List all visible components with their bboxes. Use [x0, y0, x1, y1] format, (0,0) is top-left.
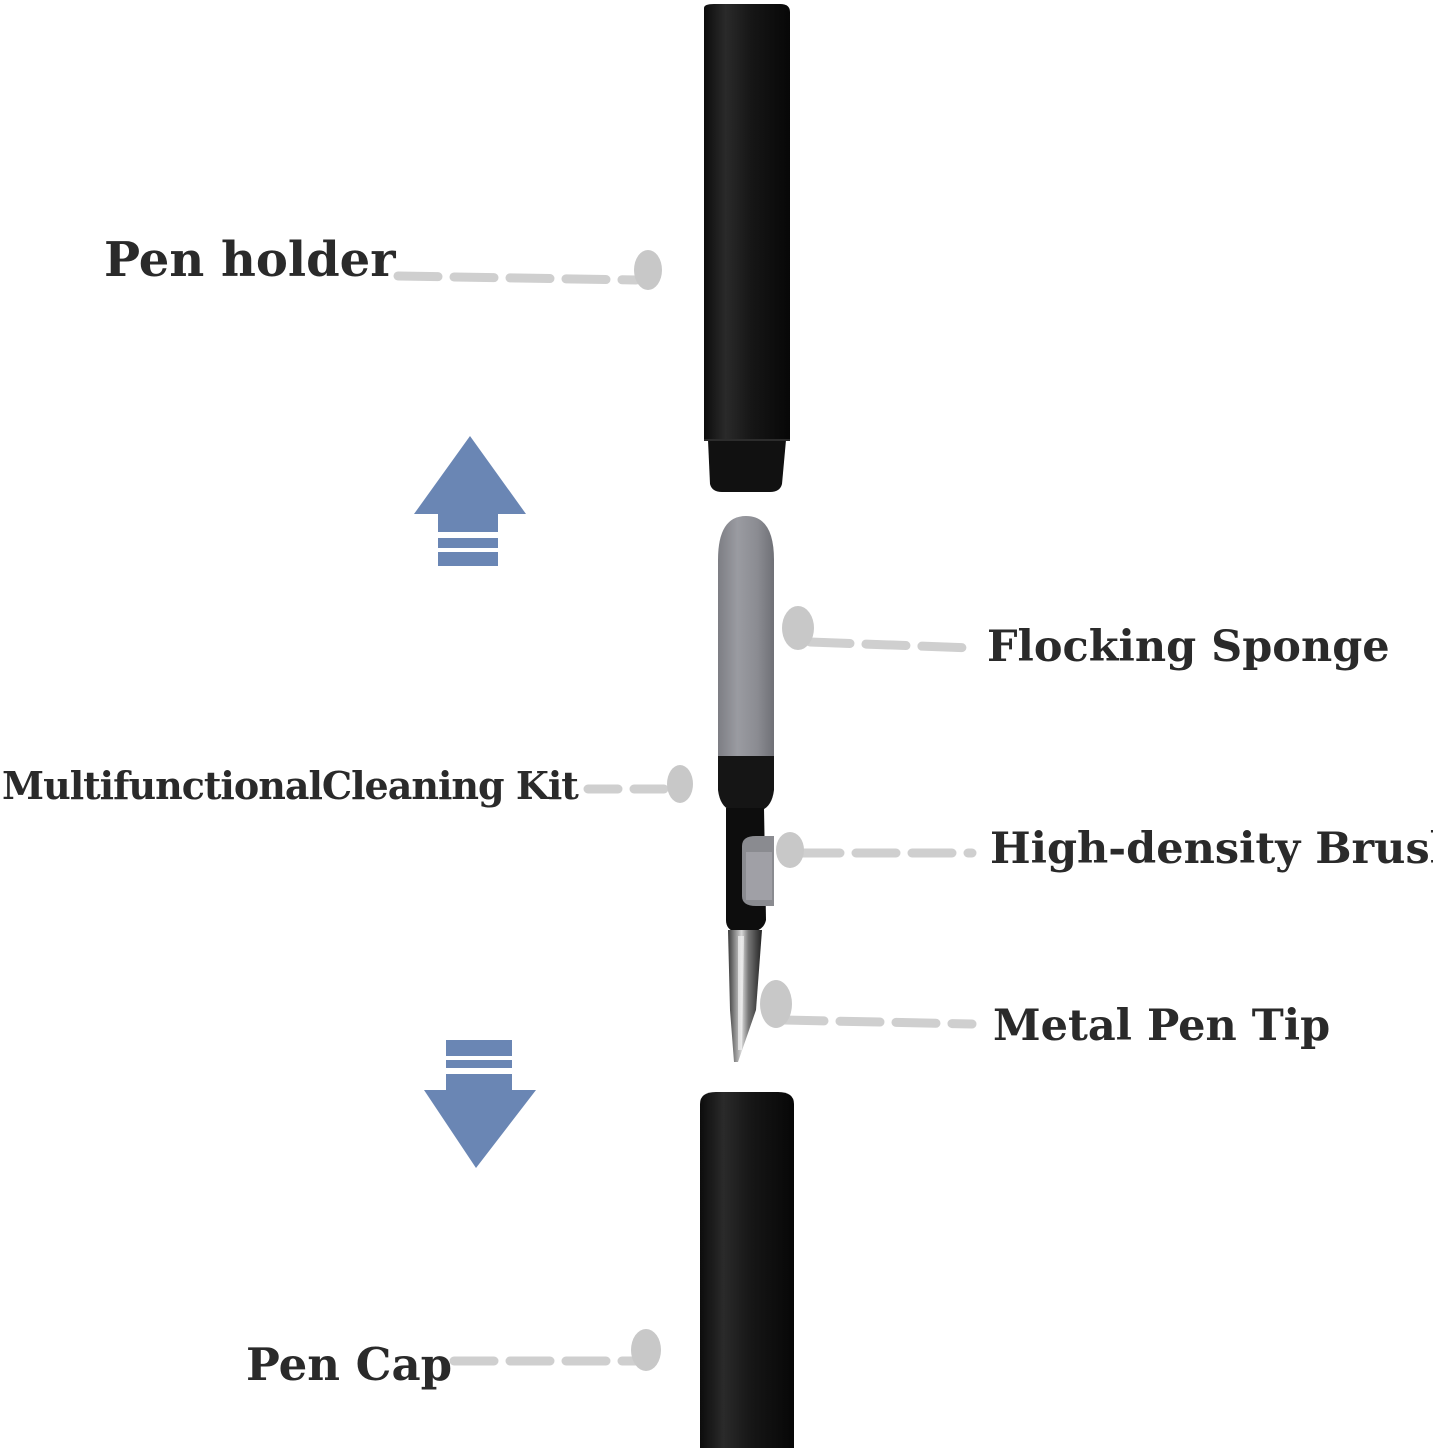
- label-high-density-brush: High-density Brush: [990, 824, 1433, 874]
- leader-pen-cap: [449, 1329, 661, 1371]
- arrow-up-icon: [414, 436, 526, 566]
- label-pen-cap: Pen Cap: [246, 1338, 453, 1391]
- label-cleaning-kit: MultifunctionalCleaning Kit: [2, 763, 579, 808]
- label-metal-pen-tip: Metal Pen Tip: [993, 1001, 1331, 1051]
- leader-brush: [776, 832, 977, 868]
- cleaning-kit-part: [718, 516, 774, 1062]
- leader-flocking-sponge: [782, 606, 977, 653]
- leader-cleaning-kit: [583, 765, 693, 803]
- label-pen-holder: Pen holder: [104, 232, 396, 288]
- arrow-down-icon: [424, 1040, 536, 1168]
- pen-holder-part: [704, 4, 790, 492]
- leader-pen-holder: [393, 250, 662, 290]
- leader-metal-tip: [760, 980, 977, 1029]
- label-flocking-sponge: Flocking Sponge: [987, 622, 1390, 672]
- pen-cap-part: [700, 1092, 794, 1448]
